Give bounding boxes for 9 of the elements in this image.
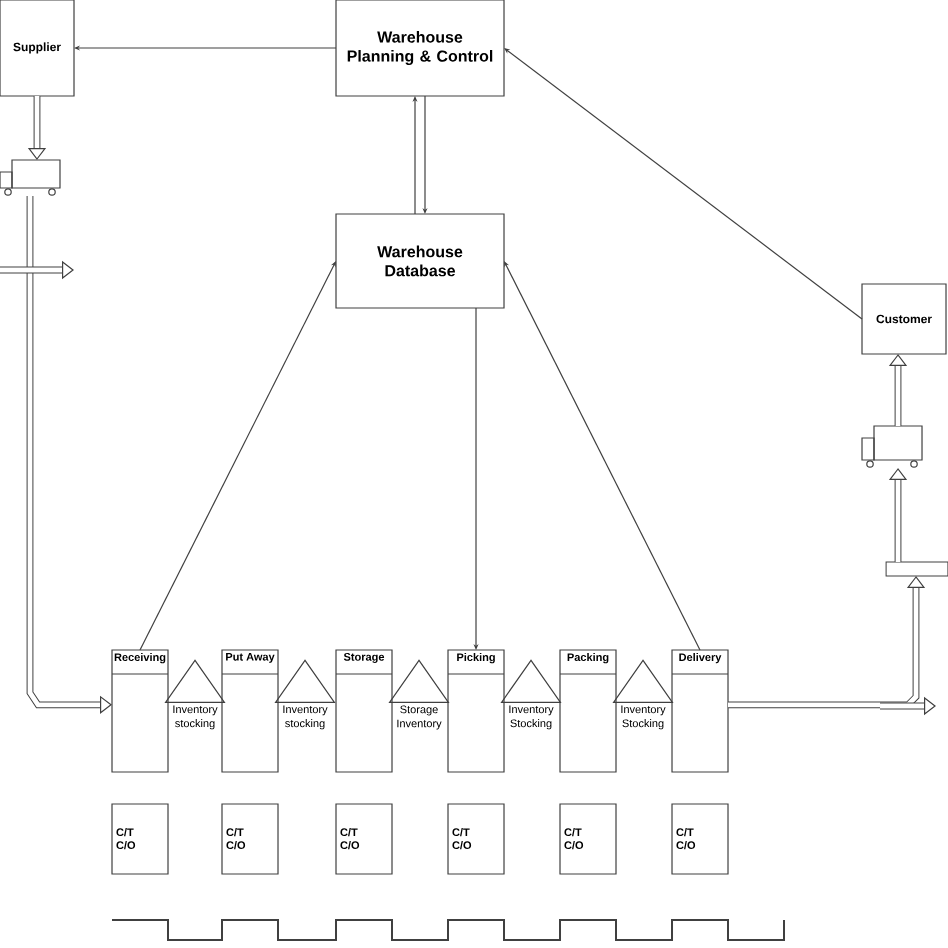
bar xyxy=(885,561,948,577)
process-box: Warehouse Database xyxy=(335,213,505,309)
truck-icon xyxy=(0,159,61,196)
process-box: Warehouse Planning & Control xyxy=(335,0,505,97)
arrow xyxy=(26,196,112,714)
truck-icon xyxy=(861,425,923,468)
arrow xyxy=(504,48,863,320)
arrow xyxy=(139,261,336,651)
arrow xyxy=(504,261,701,651)
